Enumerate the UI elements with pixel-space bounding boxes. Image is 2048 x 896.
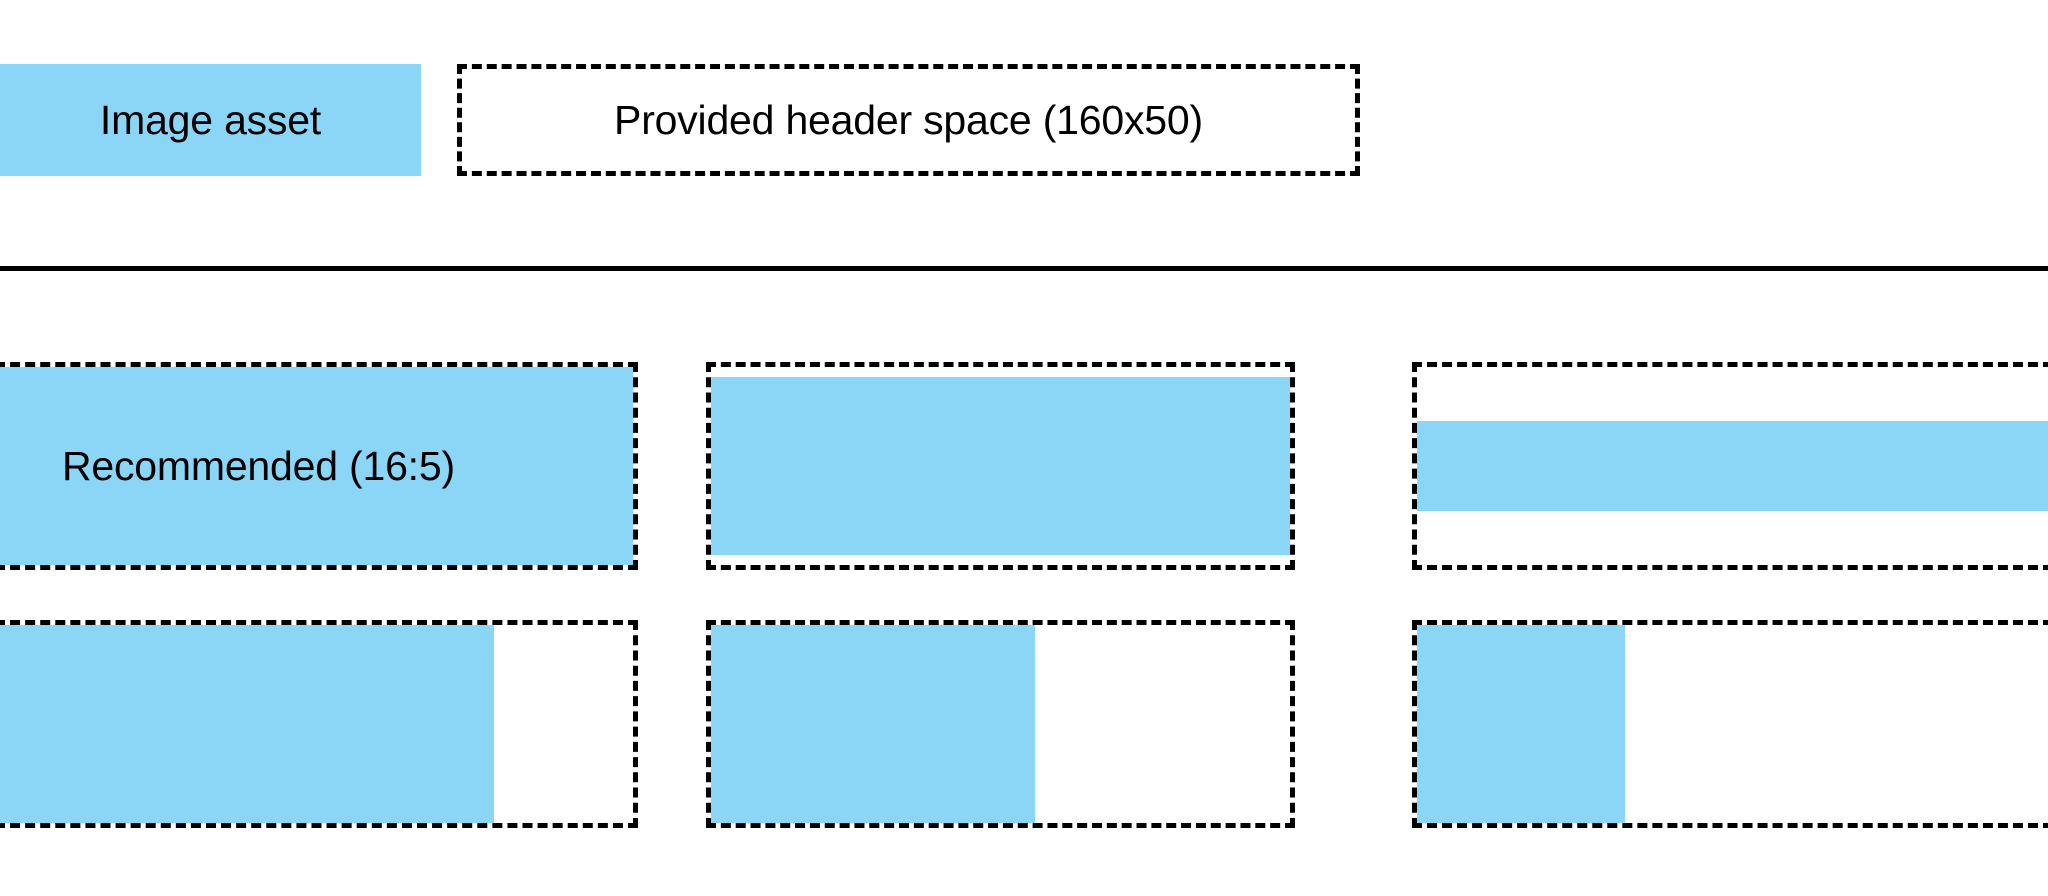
image-asset-label: Image asset [99, 96, 322, 143]
aspect-fill [711, 376, 1290, 556]
aspect-fill [0, 625, 494, 823]
aspect-cell: Recommended (16:5) [0, 362, 638, 570]
aspect-cell [706, 620, 1295, 828]
aspect-fill [1417, 421, 2048, 511]
aspect-cell [1412, 362, 2048, 570]
aspect-cell [706, 362, 1295, 570]
provided-header-space-label: Provided header space (160x50) [614, 96, 1203, 143]
aspect-grid-row [0, 620, 2048, 828]
aspect-cell [1412, 620, 2048, 828]
image-asset-chip: Image asset [0, 64, 421, 176]
section-divider [0, 266, 2048, 271]
provided-header-space-box: Provided header space (160x50) [457, 64, 1360, 176]
aspect-cell [0, 620, 638, 828]
aspect-fill [711, 625, 1036, 823]
aspect-fill [0, 367, 633, 565]
header-row: Image asset Provided header space (160x5… [0, 64, 2048, 176]
aspect-grid-row: Recommended (16:5) [0, 362, 2048, 570]
aspect-ratio-grid: Recommended (16:5) [0, 362, 2048, 832]
aspect-fill [1417, 625, 1626, 823]
